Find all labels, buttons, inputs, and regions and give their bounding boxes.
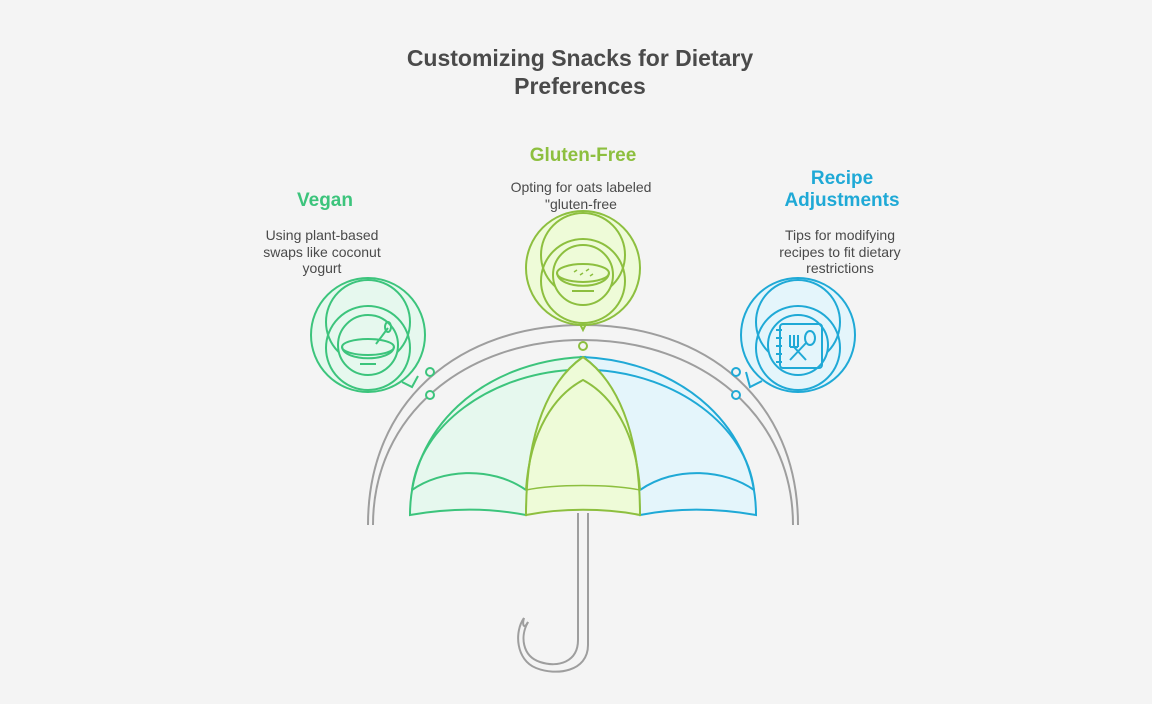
recipe-heading-line-1: Recipe — [810, 168, 874, 189]
vegan-description: Using plant-based swaps like coconut yog… — [222, 227, 422, 277]
recipe-adjustments-description: Tips for modifying recipes to fit dietar… — [740, 227, 940, 277]
oat-bowl-icon — [556, 263, 610, 292]
gluten-free-bubble — [525, 210, 641, 333]
recipe-adjustments-heading: Recipe Adjustments — [742, 168, 942, 212]
title-line-2: Preferences — [514, 73, 646, 99]
recipe-desc-line-2: recipes to fit dietary — [779, 243, 901, 260]
gluten-free-desc-line-1: Opting for oats labeled — [510, 179, 652, 195]
gluten-free-desc-line-2: "gluten-free — [545, 195, 617, 212]
umbrella-handle — [517, 513, 589, 673]
gluten-free-description: Opting for oats labeled "gluten-free — [470, 179, 692, 212]
umbrella-canopy — [408, 355, 758, 517]
recipe-book-icon — [776, 323, 823, 369]
vegan-desc-line-2: swaps like coconut — [263, 243, 381, 260]
vegan-bubble — [310, 277, 426, 393]
recipe-desc-line-3: restrictions — [806, 260, 874, 276]
gluten-free-heading: Gluten-Free — [529, 145, 637, 166]
connector-dots — [425, 341, 741, 400]
vegan-heading: Vegan — [297, 190, 353, 211]
title-line-1: Customizing Snacks for Dietary — [406, 45, 754, 71]
recipe-adjustments-bubble — [740, 277, 856, 393]
vegan-desc-line-3: yogurt — [302, 260, 342, 276]
canopy-gluten-free-panel — [524, 355, 642, 517]
diagram-title: Customizing Snacks for Dietary Preferenc… — [330, 44, 830, 100]
bowl-icon — [341, 321, 395, 365]
recipe-heading-line-2: Adjustments — [784, 190, 900, 211]
vegan-desc-line-1: Using plant-based — [265, 227, 379, 243]
recipe-desc-line-1: Tips for modifying — [785, 227, 895, 243]
